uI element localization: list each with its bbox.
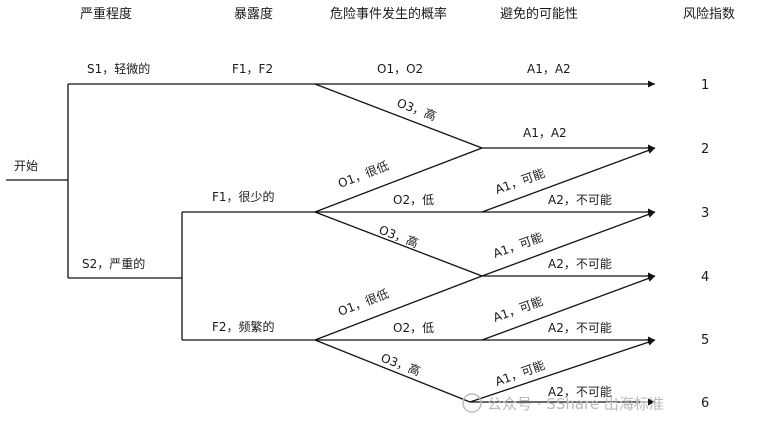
s1-o3-line (314, 83, 483, 149)
risk-index-1: 1 (701, 78, 709, 93)
row4-a2-label: A2，不可能 (548, 257, 612, 271)
f1-o1-line (314, 147, 483, 213)
s1-o12-label: O1，O2 (377, 62, 423, 76)
watermark-text: 公众号 · SShare 出海标准 (487, 395, 664, 413)
row2-avoidance-label: A1，A2 (523, 126, 567, 140)
header-probability: 危险事件发生的概率 (330, 6, 447, 22)
row1-avoidance-label: A1，A2 (527, 62, 571, 76)
row4-a1-arrow (481, 211, 656, 277)
f1-o3-line (314, 211, 483, 277)
start-label: 开始 (14, 159, 38, 173)
row3-a1-label: A1，可能 (493, 166, 547, 197)
header-severity: 严重程度 (80, 6, 132, 22)
f1-label: F1，很少的 (212, 189, 275, 204)
row6-a2-label: A2，不可能 (548, 385, 612, 399)
row5-a2-label: A2，不可能 (548, 321, 612, 335)
header-exposure: 暴露度 (234, 6, 273, 22)
header-avoidance: 避免的可能性 (500, 6, 578, 22)
row5-a1-arrow (481, 275, 656, 341)
risk-index-3: 3 (701, 206, 709, 221)
s1-exposure-label: F1，F2 (232, 62, 273, 76)
risk-index-5: 5 (701, 333, 709, 348)
risk-index-6: 6 (701, 396, 709, 411)
row3-a2-label: A2，不可能 (548, 193, 612, 207)
row6-a1-arrow (469, 338, 656, 403)
row3-a1-arrow (481, 147, 656, 213)
s2-label: S2，严重的 (82, 256, 145, 271)
f2-o3-line (314, 339, 471, 403)
s1-label: S1，轻微的 (87, 61, 150, 76)
f1-o2-label: O2，低 (393, 193, 434, 207)
row6-a1-label: A1，可能 (493, 358, 547, 389)
watermark-logo-icon (462, 393, 482, 413)
risk-index-2: 2 (701, 142, 709, 157)
header-risk-index: 风险指数 (683, 7, 735, 22)
f2-o2-label: O2，低 (393, 321, 434, 335)
f2-label: F2，频繁的 (212, 319, 275, 334)
f2-o1-line (314, 275, 483, 341)
f1-o3-label: O3，高 (377, 222, 421, 251)
risk-index-4: 4 (701, 270, 709, 285)
s1-o3-label: O3，高 (395, 95, 439, 124)
